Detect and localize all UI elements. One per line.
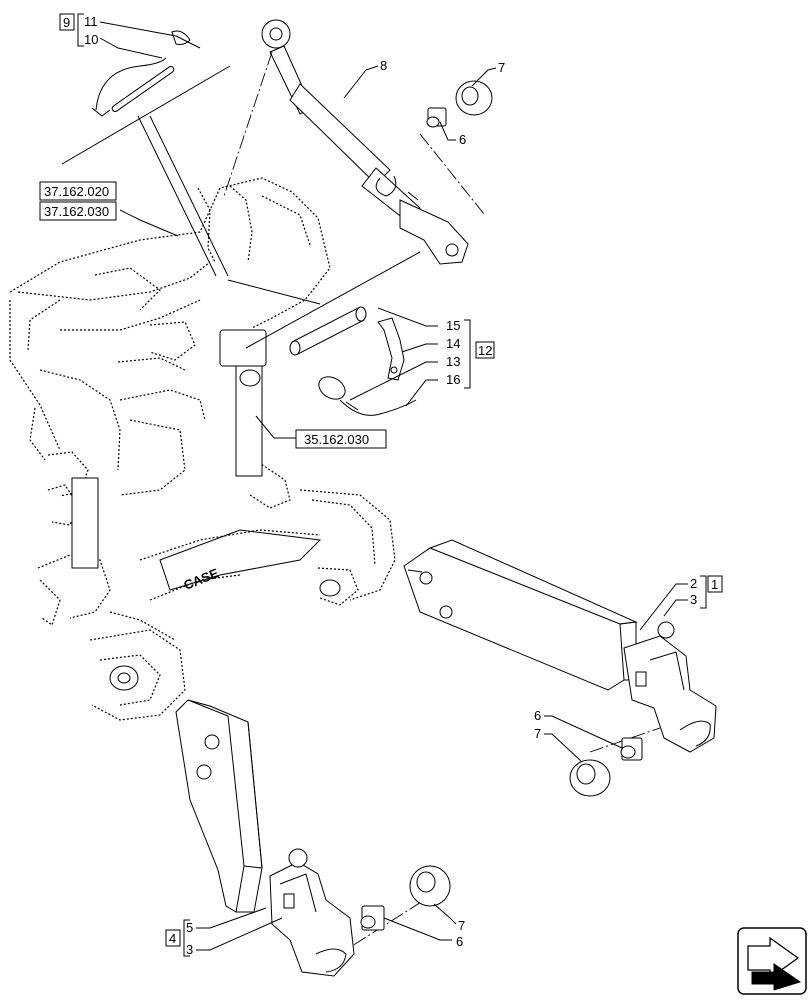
callout-8: 8 xyxy=(380,58,387,73)
next-page-arrow-icon[interactable] xyxy=(737,927,807,995)
leader-lines xyxy=(99,21,688,951)
lower-link-right xyxy=(403,539,717,753)
callout-6-bottom: 6 xyxy=(456,934,463,949)
callout-12: 12 xyxy=(478,343,492,358)
lower-link-bottom xyxy=(175,699,355,977)
pin-kit xyxy=(289,306,417,416)
callout-6-right: 6 xyxy=(534,708,541,723)
reference-box-lower: 35.162.030 xyxy=(295,429,387,449)
callout-3-bottom: 3 xyxy=(186,942,193,957)
tractor-rear-housing xyxy=(9,177,396,721)
ball-joint-bottom xyxy=(360,865,451,931)
callout-2: 2 xyxy=(690,576,697,591)
callout-12-group: 15 14 13 16 12 xyxy=(446,318,495,389)
lynch-pin-assembly xyxy=(91,30,201,117)
callout-14: 14 xyxy=(446,336,460,351)
ball-joint-right xyxy=(569,737,643,797)
callout-4: 4 xyxy=(169,931,176,946)
centerlines xyxy=(223,51,661,961)
callout-9-group: 9 11 10 xyxy=(59,13,98,47)
callout-7-top: 7 xyxy=(498,60,505,75)
callout-1: 1 xyxy=(711,577,718,592)
callout-7-bottom: 7 xyxy=(458,918,465,933)
brand-marking: CASE xyxy=(182,565,221,593)
callout-10: 10 xyxy=(84,32,98,47)
callout-9: 9 xyxy=(63,15,70,30)
callout-11: 11 xyxy=(84,14,98,29)
lift-cylinders xyxy=(71,329,341,691)
ref-35-162-030[interactable]: 35.162.030 xyxy=(304,432,369,447)
callout-3-right: 3 xyxy=(690,592,697,607)
reference-boxes-upper: 37.162.020 37.162.030 xyxy=(39,181,117,221)
callout-5: 5 xyxy=(186,920,193,935)
section-pointer-lines xyxy=(61,65,421,349)
callout-15: 15 xyxy=(446,318,460,333)
callout-13: 13 xyxy=(446,354,460,369)
callout-6-top: 6 xyxy=(459,132,466,147)
callout-16: 16 xyxy=(446,372,460,387)
ref-37-162-020[interactable]: 37.162.020 xyxy=(44,184,109,199)
callout-1-group: 2 3 1 xyxy=(690,575,723,609)
ball-joint-top xyxy=(426,80,493,128)
callout-7-right: 7 xyxy=(534,726,541,741)
ref-37-162-030[interactable]: 37.162.030 xyxy=(44,204,109,219)
top-link xyxy=(261,19,469,265)
callout-4-group: 4 5 3 xyxy=(165,919,193,957)
